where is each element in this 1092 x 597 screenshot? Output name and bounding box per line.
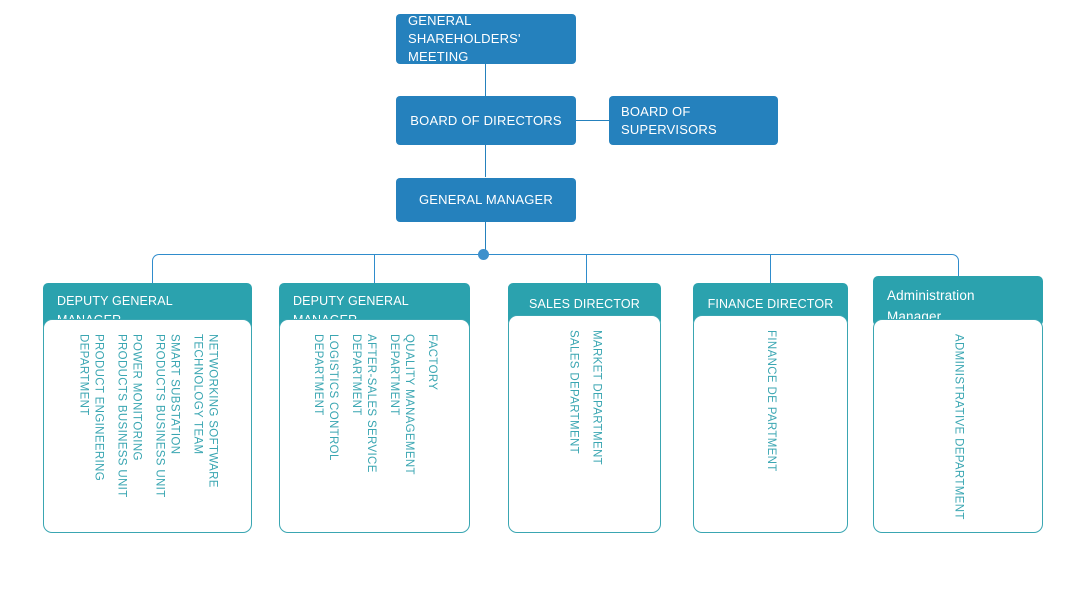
box-label: GENERAL MANAGER bbox=[419, 192, 553, 207]
department-head-line: Administration bbox=[887, 288, 975, 303]
department-body-administration: ADMINISTRATIVE DEPARTMENT bbox=[873, 319, 1043, 533]
connector-gm-to-bus bbox=[485, 222, 486, 255]
unit-label[interactable]: SALES DEPARTMENT bbox=[567, 330, 580, 455]
department-head-line: SALES DIRECTOR bbox=[529, 297, 640, 311]
box-label: BOARD OF SUPERVISORS bbox=[621, 103, 717, 137]
department-body-sales: MARKET DEPARTMENT SALES DEPARTMENT bbox=[508, 315, 661, 533]
box-board-of-supervisors[interactable]: BOARD OF SUPERVISORS bbox=[609, 96, 778, 145]
department-head-administration[interactable]: Administration Manager bbox=[873, 276, 1043, 326]
unit-label[interactable]: QUALITY MANAGEMENT DEPARTMENT bbox=[388, 334, 415, 475]
unit-label[interactable]: PRODUCT ENGINEERING DEPARTMENT bbox=[77, 334, 105, 482]
connector-board-to-supervisors bbox=[576, 120, 609, 121]
distribution-bus bbox=[152, 254, 959, 276]
connector-board-to-gm bbox=[485, 145, 486, 177]
department-head-line: FINANCE DIRECTOR bbox=[707, 297, 834, 311]
department-sales: SALES DIRECTOR MARKET DEPARTMENT SALES D… bbox=[508, 283, 661, 533]
box-label: BOARD OF DIRECTORS bbox=[410, 112, 562, 128]
bus-junction-dot bbox=[478, 249, 489, 260]
department-body-rnd: NETWORKING SOFTWARE TECHNOLOGY TEAM SMAR… bbox=[43, 319, 252, 533]
unit-label[interactable]: MARKET DEPARTMENT bbox=[590, 330, 603, 466]
box-general-shareholders-meeting[interactable]: GENERAL SHAREHOLDERS' MEETING bbox=[396, 13, 576, 64]
box-general-manager[interactable]: GENERAL MANAGER bbox=[396, 178, 576, 222]
department-body-finance: FINANCE DE PARTMENT bbox=[693, 315, 848, 533]
unit-label[interactable]: FACTORY bbox=[426, 334, 438, 391]
drop-line-rnd bbox=[152, 262, 153, 283]
unit-label[interactable]: SMART SUBSTATION PRODUCTS BUSINESS UNIT bbox=[153, 334, 181, 498]
department-finance: FINANCE DIRECTOR FINANCE DE PARTMENT bbox=[693, 283, 848, 533]
connector-shareholders-to-board bbox=[485, 64, 486, 96]
drop-line-sales bbox=[586, 255, 587, 283]
unit-label[interactable]: POWER MONITORING PRODUCTS BUSINESS UNIT bbox=[115, 334, 143, 498]
unit-label[interactable]: LOGISTICS CONTROL DEPARTMENT bbox=[312, 334, 339, 461]
unit-label[interactable]: FINANCE DE PARTMENT bbox=[765, 330, 777, 472]
department-body-manufacturing: FACTORY QUALITY MANAGEMENT DEPARTMENT AF… bbox=[279, 319, 470, 533]
department-manufacturing: DEPUTY GENERAL MANAGER MANUFACTURING FAC… bbox=[279, 283, 470, 533]
unit-label[interactable]: ADMINISTRATIVE DEPARTMENT bbox=[952, 334, 965, 520]
unit-label[interactable]: AFTER-SALES SERVICE DEPARTMENT bbox=[350, 334, 377, 473]
box-board-of-directors[interactable]: BOARD OF DIRECTORS bbox=[396, 96, 576, 145]
department-rnd: DEPUTY GENERAL MANAGER R&D NETWORKING SO… bbox=[43, 283, 252, 533]
department-administration: Administration Manager ADMINISTRATIVE DE… bbox=[873, 276, 1043, 533]
drop-line-administration bbox=[958, 262, 959, 283]
box-label: GENERAL SHAREHOLDERS' MEETING bbox=[408, 13, 521, 64]
drop-line-manufacturing bbox=[374, 255, 375, 283]
drop-line-finance bbox=[770, 255, 771, 283]
unit-label[interactable]: NETWORKING SOFTWARE TECHNOLOGY TEAM bbox=[191, 334, 219, 488]
